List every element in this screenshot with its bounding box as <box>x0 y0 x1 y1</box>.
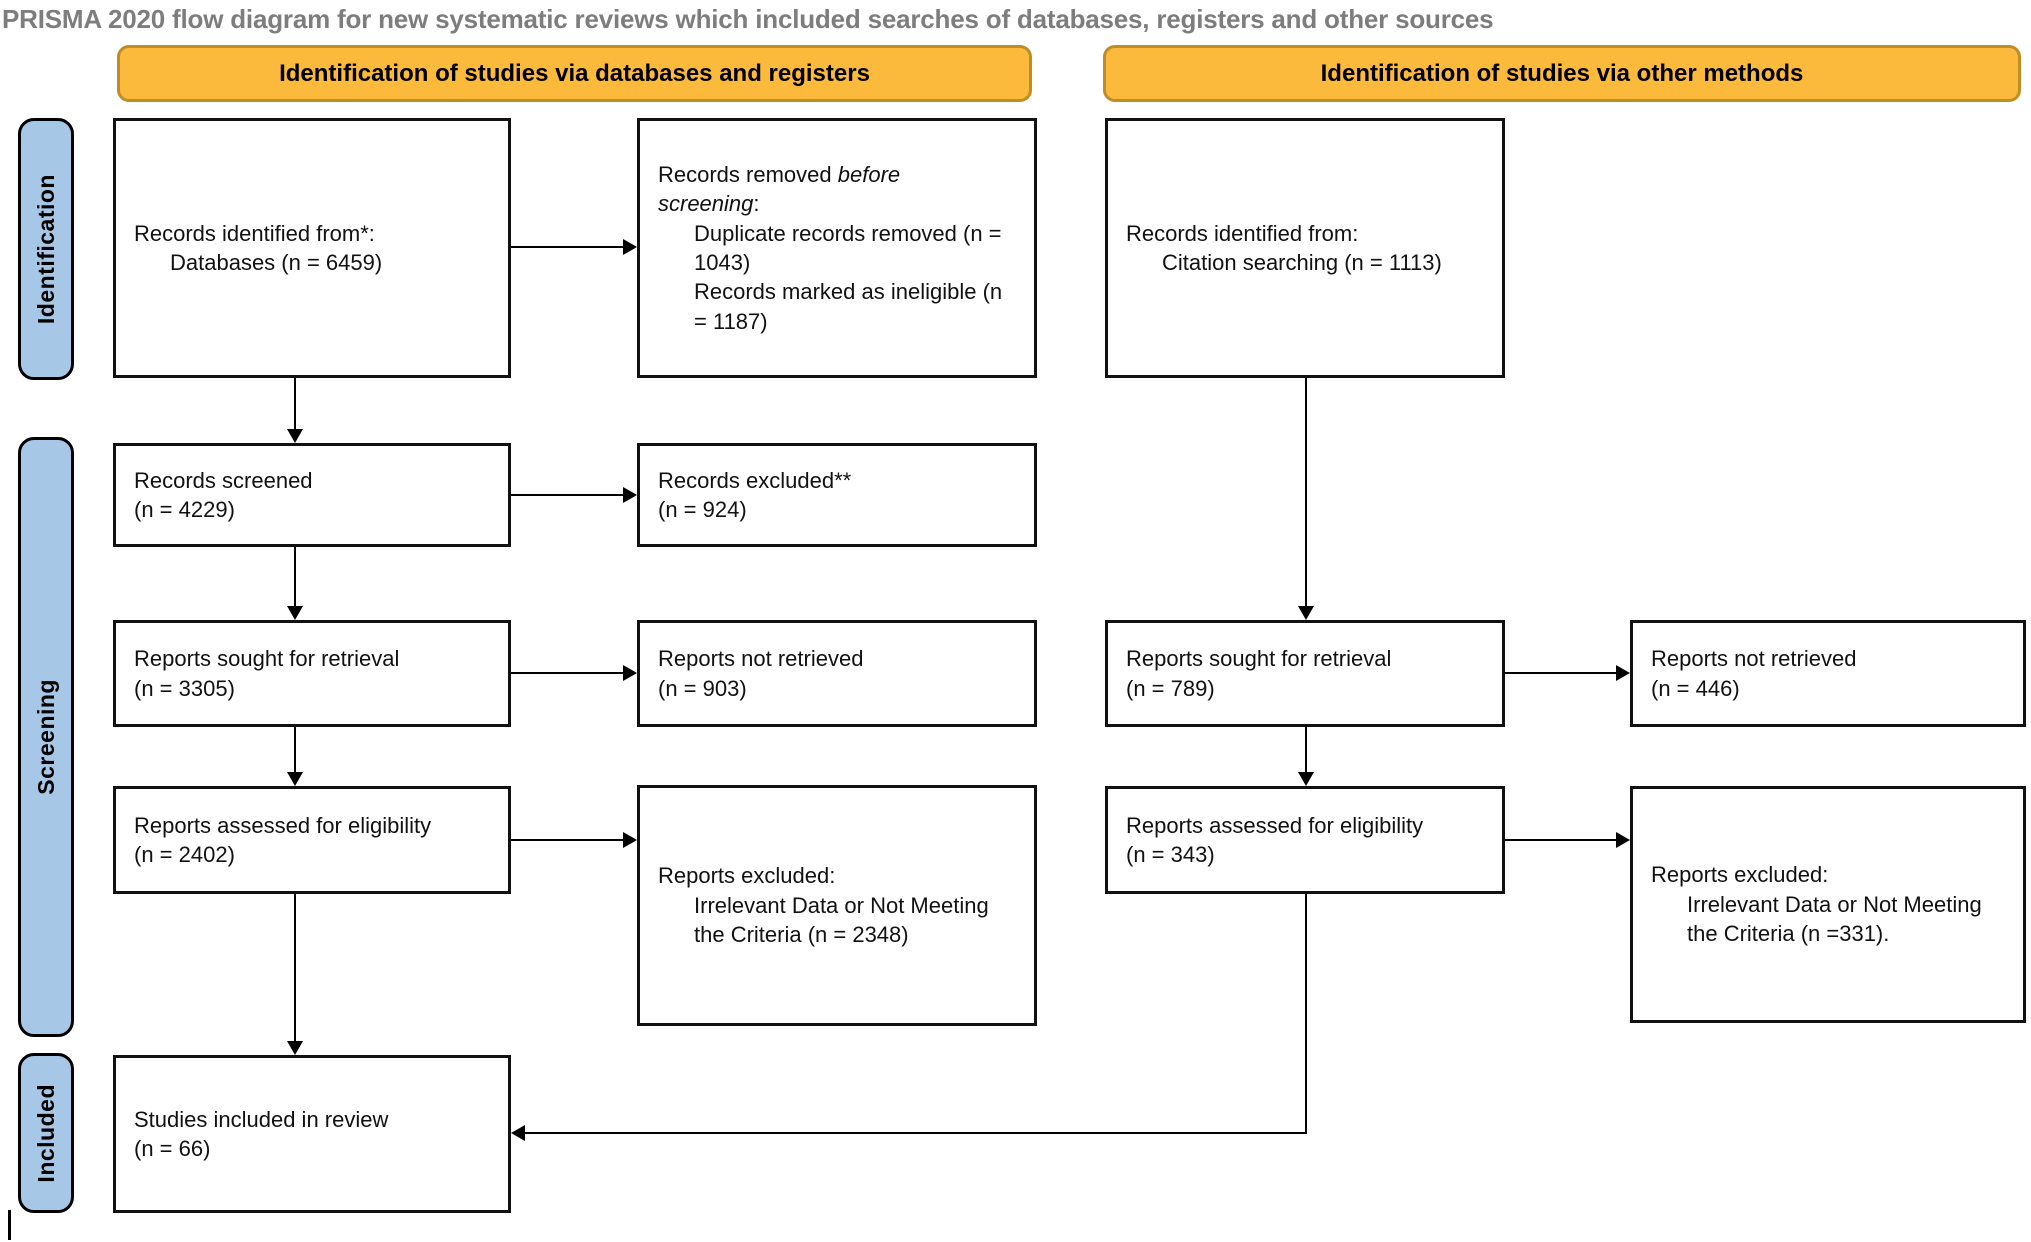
box-reports-not-retrieved-databases: Reports not retrieved (n = 903) <box>637 620 1037 727</box>
box-text-line: Records screened <box>134 467 313 493</box>
box-reports-assessed-databases: Reports assessed for eligibility (n = 24… <box>113 786 511 894</box>
box-text-line: Duplicate records removed (n = 1043) <box>694 220 1002 275</box>
box-text-line: (n = 343) <box>1126 842 1215 867</box>
box-text-line: Records marked as ineligible (n = 1187) <box>694 279 1003 334</box>
arrow-assessed-to-excluded-head <box>623 832 637 848</box>
box-text-line: Reports excluded: <box>658 863 836 889</box>
stage-screening: Screening <box>18 437 74 1037</box>
arrow-citation-to-sought-line <box>1305 378 1307 607</box>
arrow-sought-to-assessed-head <box>287 772 303 786</box>
box-reports-excluded-databases: Reports excluded: Irrelevant Data or Not… <box>637 785 1037 1026</box>
box-text-line: Records identified from*: <box>134 220 375 246</box>
box-records-identified-citation: Records identified from: Citation search… <box>1105 118 1505 378</box>
box-reports-sought-databases: Reports sought for retrieval (n = 3305) <box>113 620 511 727</box>
arrow-sought-to-notretrieved-line <box>511 672 624 674</box>
arrow-identified-to-removed-head <box>623 239 637 255</box>
box-records-excluded: Records excluded** (n = 924) <box>637 443 1037 547</box>
box-records-identified-databases: Records identified from*: Databases (n =… <box>113 118 511 378</box>
box-text-line: Irrelevant Data or Not Meeting the Crite… <box>694 892 989 948</box>
box-text-line: (n = 3305) <box>134 675 235 701</box>
arrow-identified-to-screened-line <box>294 378 296 430</box>
box-reports-sought-other: Reports sought for retrieval (n = 789) <box>1105 620 1505 727</box>
box-text-line: Reports sought for retrieval <box>1126 646 1392 672</box>
banner-label: Identification of studies via other meth… <box>1320 59 1804 87</box>
arrow-sought-other-to-assessed-head <box>1298 772 1314 786</box>
arrow-sought-other-to-notretrieved-head <box>1616 665 1630 681</box>
box-text-line: (n = 924) <box>658 497 747 522</box>
box-text-line: Records excluded** <box>658 467 852 493</box>
arrow-assessed-other-to-included-vline <box>1305 894 1307 1134</box>
box-text-line: Reports not retrieved <box>1651 646 1857 672</box>
arrow-sought-other-to-assessed-line <box>1305 727 1307 773</box>
arrow-sought-to-assessed-line <box>294 727 296 773</box>
box-text-line: Records removed before screening: <box>658 161 901 217</box>
banner-other-methods: Identification of studies via other meth… <box>1103 45 2021 102</box>
box-text-line: (n = 446) <box>1651 675 1740 701</box>
page-title: PRISMA 2020 flow diagram for new systema… <box>2 4 1494 34</box>
box-text-line: (n = 4229) <box>134 497 235 522</box>
box-studies-included: Studies included in review (n = 66) <box>113 1055 511 1213</box>
box-text-line: (n = 789) <box>1126 675 1215 701</box>
arrow-assessed-other-to-included-hline <box>525 1132 1307 1134</box>
arrow-assessed-other-to-included-head <box>511 1125 525 1141</box>
box-text-line: Irrelevant Data or Not Meeting the Crite… <box>1687 891 1982 947</box>
box-text-line: Reports excluded: <box>1651 862 1829 888</box>
stage-included: Included <box>18 1053 74 1213</box>
box-text-line: (n = 2402) <box>134 842 235 867</box>
stage-label: Identification <box>32 173 59 325</box>
box-text-line: Databases (n = 6459) <box>170 250 383 275</box>
arrow-identified-to-screened-head <box>287 429 303 443</box>
box-records-removed-before-screening: Records removed before screening: Duplic… <box>637 118 1037 378</box>
banner-databases-registers: Identification of studies via databases … <box>117 45 1032 102</box>
box-text-line: Reports not retrieved <box>658 646 864 672</box>
box-reports-not-retrieved-other: Reports not retrieved (n = 446) <box>1630 620 2026 727</box>
arrow-screened-to-sought-head <box>287 606 303 620</box>
box-reports-assessed-other: Reports assessed for eligibility (n = 34… <box>1105 786 1505 894</box>
arrow-identified-to-removed-line <box>511 246 624 248</box>
box-text-line: (n = 66) <box>134 1136 211 1161</box>
text-cursor-artifact <box>8 1210 11 1240</box>
arrow-assessed-other-to-excluded-head <box>1616 832 1630 848</box>
arrow-assessed-other-to-excluded-line <box>1505 839 1617 841</box>
box-text-line: Reports sought for retrieval <box>134 646 400 672</box>
arrow-screened-to-sought-line <box>294 547 296 607</box>
box-text-line: Studies included in review <box>134 1106 389 1132</box>
box-text-line: Reports assessed for eligibility <box>134 812 432 838</box>
stage-identification: Identification <box>18 118 74 380</box>
arrow-assessed-to-excluded-line <box>511 839 624 841</box>
arrow-citation-to-sought-head <box>1298 606 1314 620</box>
stage-label: Screening <box>32 679 59 795</box>
arrow-assessed-to-included-line <box>294 894 296 1042</box>
box-reports-excluded-other: Reports excluded: Irrelevant Data or Not… <box>1630 786 2026 1023</box>
box-records-screened: Records screened (n = 4229) <box>113 443 511 547</box>
arrow-assessed-to-included-head <box>287 1041 303 1055</box>
box-text-line: (n = 903) <box>658 675 747 701</box>
stage-label: Included <box>32 1083 59 1183</box>
arrow-sought-to-notretrieved-head <box>623 665 637 681</box>
arrow-screened-to-excluded-line <box>511 494 624 496</box>
arrow-sought-other-to-notretrieved-line <box>1505 672 1617 674</box>
box-text-line: Citation searching (n = 1113) <box>1162 250 1442 275</box>
box-text-line: Records identified from: <box>1126 220 1359 246</box>
arrow-screened-to-excluded-head <box>623 487 637 503</box>
box-text-line: Reports assessed for eligibility <box>1126 812 1424 838</box>
banner-label: Identification of studies via databases … <box>279 59 870 87</box>
